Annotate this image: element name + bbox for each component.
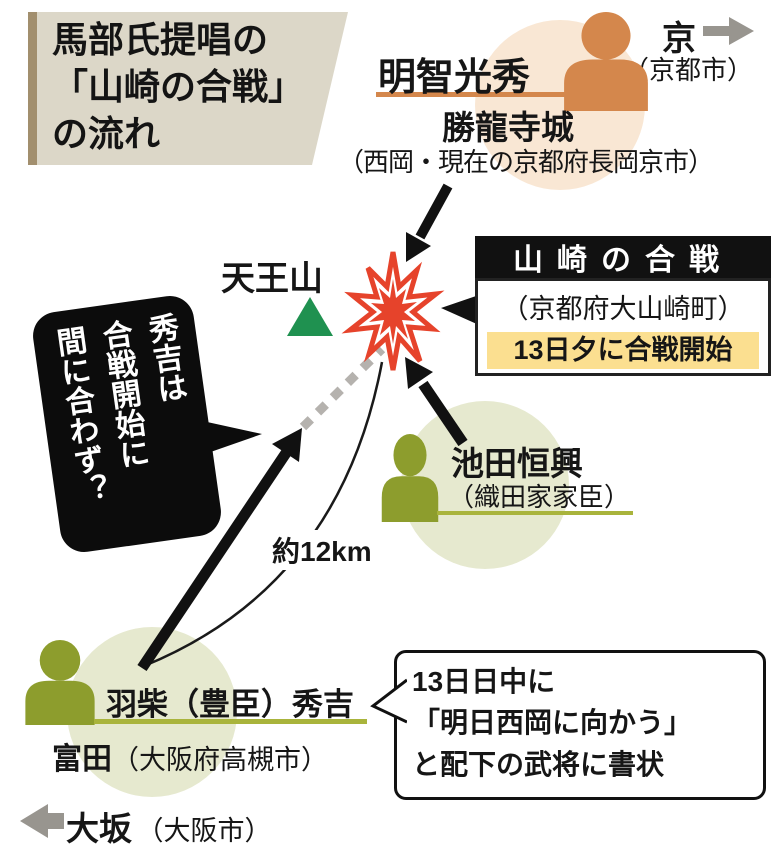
shoryuji-castle-location: （西岡・現在の京都府長岡京市） <box>338 147 714 177</box>
tennozan-label: 天王山 <box>221 260 323 298</box>
title-accent-bar <box>28 12 37 165</box>
hideyoshi-arrow-shaft <box>137 446 293 672</box>
ikeda-arrow-shaft <box>418 380 468 447</box>
kyoto-direction-label: 京 <box>662 20 696 58</box>
title-line-1: 馬部氏提唱の <box>52 20 269 60</box>
page-title: 馬部氏提唱の 「山崎の合戦」 の流れ <box>52 17 304 157</box>
bubble-tail <box>198 420 262 455</box>
hideyoshi-underline <box>94 719 367 724</box>
battle-location: （京都府大山崎町） <box>501 294 745 324</box>
letter-note-line-2: 「明日西岡に向かう」 <box>412 707 693 739</box>
mountain-triangle-icon <box>287 297 333 336</box>
ikeda-arrow-head <box>405 357 433 389</box>
distance-label: 約12km <box>269 530 375 570</box>
ikeda-person-icon <box>381 434 439 522</box>
akechi-person-icon <box>564 12 648 111</box>
battle-burst-core <box>369 279 417 344</box>
battle-start-note: 13日夕に合戦開始 <box>487 332 759 369</box>
osaka-direction-label: 大坂 （大阪市） <box>66 802 271 850</box>
akechi-name: 明智光秀 <box>378 57 531 99</box>
hideyoshi-location: 富田（大阪府高槻市） <box>52 734 328 778</box>
ikeda-name: 池田恒興 <box>451 447 583 483</box>
ikeda-underline <box>437 511 633 515</box>
ikeda-affiliation: （織田家家臣） <box>448 482 631 512</box>
battle-title: 山崎の合戦 <box>475 236 771 278</box>
castle-arrow-head <box>406 232 431 262</box>
castle-arrow-shaft <box>415 183 453 240</box>
letter-note-line-3: と配下の武将に書状 <box>412 748 665 780</box>
osaka-left-arrow-icon <box>20 804 64 838</box>
hideyoshi-name: 羽柴（豊臣）秀吉 <box>106 687 354 722</box>
battle-burst-icon <box>341 251 445 371</box>
ikeda-march-arrow <box>405 357 468 447</box>
title-line-3: の流れ <box>52 113 161 154</box>
shoryuji-castle-name: 勝龍寺城 <box>442 109 574 146</box>
letter-note-tail <box>370 678 407 724</box>
osaka-label: 大坂 <box>66 810 132 847</box>
hideyoshi-march-arrow <box>137 428 302 672</box>
route-dashed-line <box>299 345 386 431</box>
title-line-2: 「山崎の合戦」 <box>52 66 305 107</box>
osaka-city-label: （大阪市） <box>136 816 272 846</box>
letter-note-line-1: 13日日中に <box>412 666 556 697</box>
battle-info-box: （京都府大山崎町） 13日夕に合戦開始 <box>475 278 771 376</box>
title-box: 馬部氏提唱の 「山崎の合戦」 の流れ <box>28 12 348 165</box>
akechi-underline <box>376 92 628 97</box>
castle-to-battle-arrow <box>406 183 453 262</box>
hideyoshi-late-bubble: 秀吉は 合戦開始に 間に合わず？ <box>29 292 225 556</box>
letter-note-box: 13日日中に 「明日西岡に向かう」 と配下の武将に書状 <box>394 650 766 800</box>
hideyoshi-place: 富田 <box>52 743 112 776</box>
hideyoshi-person-icon <box>25 640 95 725</box>
battle-pointer-triangle <box>441 295 479 325</box>
hideyoshi-arrow-head <box>272 428 302 462</box>
hideyoshi-place-detail: （大阪府高槻市） <box>112 745 328 775</box>
kyoto-right-arrow-icon <box>703 17 754 45</box>
